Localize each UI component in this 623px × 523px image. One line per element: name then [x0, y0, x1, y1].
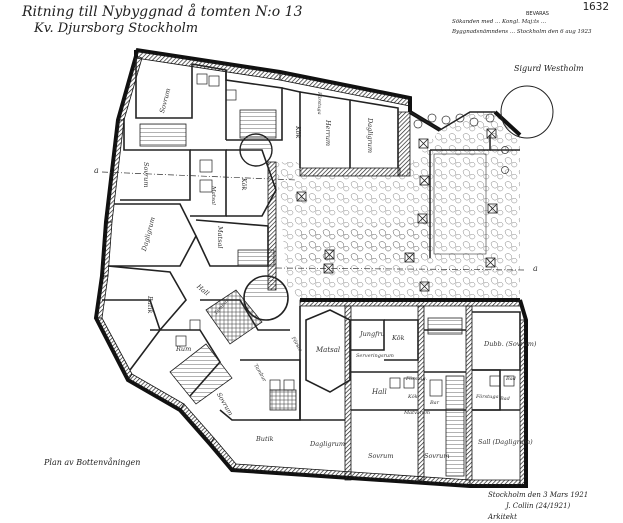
room-label-kok-right: Kök — [392, 334, 405, 342]
section-line — [101, 171, 527, 271]
room-label-sovrum-bottom: Sovrum — [368, 452, 394, 460]
drawing-title: Ritning till Nybyggnad å tomten N:o 13 — [22, 4, 303, 20]
room-label-dagligrum-top: Dagligrum — [366, 118, 374, 154]
room-label-sovrum-mid: Sovrum — [142, 162, 150, 188]
room-label-butik-left: Butik — [146, 296, 154, 314]
room-label-dagligrum-bottom: Dagligrum — [310, 440, 346, 448]
approval-note: Sökanden med ... Kongl. Maj:ts ... Byggn… — [452, 19, 592, 35]
fixtures — [175, 73, 515, 397]
room-label-forstug-small: Förstug. — [406, 376, 428, 382]
plan-caption: Plan av Bottenvåningen — [44, 458, 141, 467]
room-label-dubb-sovrum: Dubb. (Sovrum) — [484, 340, 537, 348]
approval-signature: Sigurd Westholm — [514, 64, 584, 73]
room-label-matsal-bottom: Sovrum — [424, 452, 450, 460]
room-label-jungfru: Jungfru — [360, 330, 385, 338]
room-label-butik-bottom: Butik — [256, 435, 274, 443]
drawing-subtitle: Kv. Djursborg Stockholm — [34, 21, 199, 36]
archive-stamp: BEVARAS — [526, 11, 549, 17]
room-label-hall-right: Hall — [372, 388, 387, 396]
room-label-sall: Sall (Dagligrum) — [478, 438, 533, 446]
room-label-kok-top: Kök — [294, 126, 302, 139]
section-marker-right: a — [533, 264, 538, 273]
room-label-serveringsrum: Serveringsrum — [356, 353, 394, 359]
footer-architect: J. Collin (24/1921) — [506, 502, 571, 510]
room-label-matsal-center: Matsal — [216, 226, 224, 249]
page-number: 1632 — [582, 0, 610, 13]
room-label-bad2: Bad — [500, 396, 510, 402]
room-label-forstuga: Förstuga — [316, 92, 322, 115]
room-label-matvrum: Matv.-rum — [404, 410, 430, 416]
room-label-herrum: Herrum — [324, 120, 332, 147]
room-label-rum: Rum — [176, 345, 192, 353]
courtyard-planters — [296, 128, 498, 292]
room-label-matsal-right: Matsal — [316, 346, 341, 354]
footer-place-date: Stockholm den 3 Mars 1921 — [488, 491, 589, 499]
corner-circle — [500, 85, 554, 139]
room-label-kok-left: Kök — [240, 178, 248, 191]
room-label-matsal-left: Matsal — [210, 186, 216, 205]
section-marker-left: a — [94, 166, 99, 175]
room-label-forst: Förstuga — [476, 394, 499, 400]
staircases — [139, 109, 465, 477]
footer-block: Stockholm den 3 Mars 1921 J. Collin (24/… — [488, 490, 618, 523]
room-label-kok-small: Kök — [408, 394, 418, 400]
room-label-bad: Bad — [506, 376, 516, 382]
footer-role: Arkitekt — [488, 513, 517, 521]
courtyard-trees — [413, 113, 509, 174]
room-label-bar: Bar — [430, 400, 440, 406]
courtyard-walls — [409, 111, 520, 258]
